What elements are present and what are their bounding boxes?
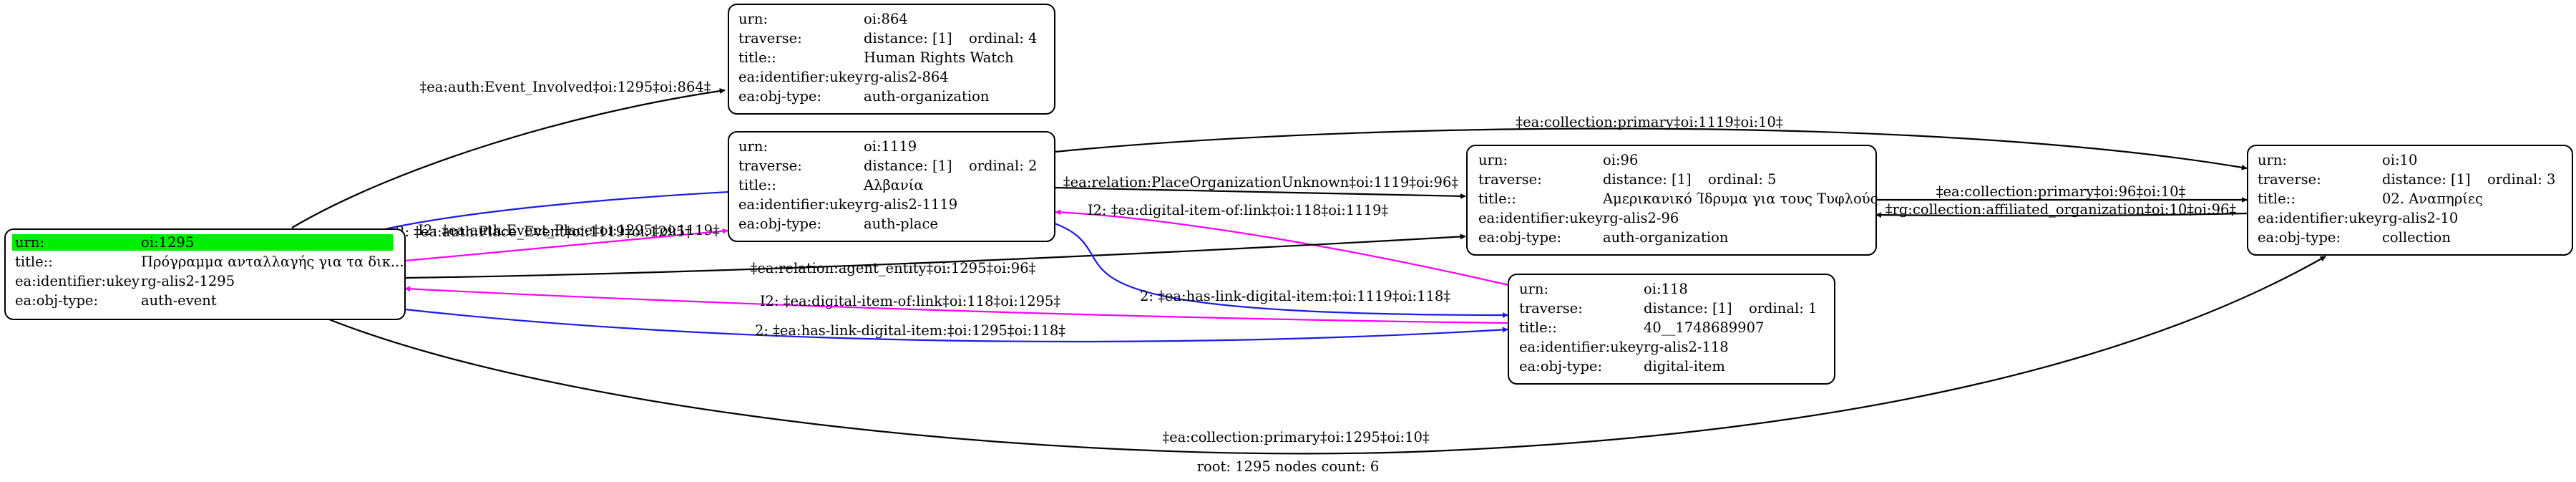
row-key: urn: [15, 234, 44, 251]
edge-agent-entity: ‡ea:relation:agent_entity‡oi:1295‡oi:96‡ [404, 233, 1466, 279]
edge-label-place-org-unknown: ‡ea:relation:PlaceOrganizationUnknown‡oi… [1063, 174, 1458, 191]
node-oi-118[interactable]: urn: oi:118 traverse: distance: [1] ordi… [1508, 274, 1835, 385]
row-value: oi:1119 [864, 138, 917, 155]
edge-has-link-1295-118: 2: ‡ea:has-link-digital-item:‡oi:1295‡oi… [404, 308, 1508, 343]
row-extra: ordinal: 4 [969, 30, 1037, 47]
row-key: ea:obj-type: [1519, 358, 1602, 375]
row-key: title:: [15, 254, 53, 270]
row-key: title:: [2258, 191, 2296, 207]
edge-label-collection-primary-96-10: ‡ea:collection:primary‡oi:96‡oi:10‡ [1936, 183, 2186, 200]
row-key: urn: [738, 11, 768, 27]
edge-collection-primary-96-10: ‡ea:collection:primary‡oi:96‡oi:10‡ [1876, 183, 2248, 203]
row-value: auth-organization [864, 88, 990, 105]
row-value: rg-alis2-118 [1644, 339, 1729, 355]
row-key: ea:obj-type: [738, 88, 821, 105]
row-key: title:: [1478, 191, 1516, 207]
row-key: ea:identifier:ukey [738, 69, 863, 85]
row-value: oi:118 [1644, 281, 1688, 297]
edge-label-affiliated-organization: ‡rg:collection:affiliated_organization‡o… [1885, 201, 2237, 218]
row-value: oi:864 [864, 11, 908, 27]
edge-affiliated-organization: ‡rg:collection:affiliated_organization‡o… [1875, 201, 2248, 218]
row-value: auth-place [864, 216, 938, 232]
row-key: ea:identifier:ukey [1478, 210, 1603, 226]
row-key: traverse: [738, 30, 802, 47]
edge-label-event-place: I2: ‡ea:auth:Event_Place‡oi:1295‡oi:1119… [418, 222, 720, 238]
row-value: Αμερικανικό Ίδρυμα για τους Τυφλούς [1602, 191, 1878, 207]
edge-label-collection-primary-1295-10: ‡ea:collection:primary‡oi:1295‡oi:10‡ [1162, 429, 1430, 445]
row-key: traverse: [1478, 171, 1542, 188]
edge-event-place: I2: ‡ea:auth:Event_Place‡oi:1295‡oi:1119… [404, 222, 728, 262]
row-value: rg-alis2-1295 [141, 273, 235, 289]
row-value: distance: [1] [1603, 171, 1692, 188]
highlight-urn-value [138, 234, 393, 251]
row-value: oi:10 [2382, 152, 2417, 168]
row-value: Αλβανία [863, 177, 924, 193]
row-value: 40__1748689907 [1644, 319, 1764, 336]
edge-label-digital-item-of-118-1295: I2: ‡ea:digital-item-of:link‡oi:118‡oi:1… [760, 293, 1061, 309]
row-key: ea:obj-type: [738, 216, 821, 232]
row-key: urn: [2258, 152, 2287, 168]
row-value: rg-alis2-1119 [864, 196, 957, 213]
row-key: urn: [1519, 281, 1548, 297]
row-key: ea:identifier:ukey [2258, 210, 2382, 226]
row-value: Human Rights Watch [864, 49, 1014, 66]
row-value: rg-alis2-10 [2382, 210, 2458, 226]
edge-collection-primary-1119-10: ‡ea:collection:primary‡oi:1119‡oi:10‡ [1054, 114, 2248, 170]
edge-has-link-1119-118: 2: ‡ea:has-link-digital-item:‡oi:1119‡oi… [1054, 222, 1508, 318]
row-key: ea:identifier:ukey [738, 196, 863, 213]
row-key: title:: [1519, 319, 1557, 336]
edge-label-agent-entity: ‡ea:relation:agent_entity‡oi:1295‡oi:96‡ [751, 260, 1036, 276]
edge-label-place-event: 2: ‡ea:auth:Place_Event‡oi:1119‡oi:1295‡ [396, 223, 692, 240]
row-key: traverse: [738, 158, 802, 174]
row-value: 02. Αναπηρίες [2382, 191, 2483, 207]
node-oi-10[interactable]: urn: oi:10 traverse: distance: [1] ordin… [2247, 145, 2573, 256]
row-key: urn: [738, 138, 768, 155]
row-value: rg-alis2-96 [1603, 210, 1679, 226]
row-key: ea:obj-type: [2258, 229, 2341, 246]
edge-label-has-link-1119-118: 2: ‡ea:has-link-digital-item:‡oi:1119‡oi… [1140, 288, 1450, 304]
highlight-urn-key [12, 234, 138, 251]
row-extra: ordinal: 5 [1708, 171, 1776, 188]
row-value: auth-event [141, 292, 217, 309]
row-value: distance: [1] [864, 158, 952, 174]
row-key: ea:identifier:ukey [15, 273, 140, 289]
edge-label-digital-item-of-118-1119: I2: ‡ea:digital-item-of:link‡oi:118‡oi:1… [1088, 202, 1389, 218]
row-value: Πρόγραμμα ανταλλαγής για τα δικ... [141, 254, 404, 270]
node-oi-96[interactable]: urn: oi:96 traverse: distance: [1] ordin… [1466, 145, 1878, 256]
row-key: traverse: [1519, 300, 1583, 317]
edge-label-collection-primary-1119-10: ‡ea:collection:primary‡oi:1119‡oi:10‡ [1516, 114, 1783, 130]
edge-place-org-unknown: ‡ea:relation:PlaceOrganizationUnknown‡oi… [1054, 174, 1466, 199]
row-value: collection [2382, 229, 2451, 246]
row-value: oi:96 [1603, 152, 1638, 168]
row-key: ea:identifier:ukey [1519, 339, 1644, 355]
row-key: traverse: [2258, 171, 2321, 188]
graph-footer: root: 1295 nodes count: 6 [1197, 458, 1380, 475]
row-key: ea:obj-type: [15, 292, 98, 309]
row-value: rg-alis2-864 [864, 69, 949, 85]
row-extra: ordinal: 1 [1749, 300, 1817, 317]
edge-digital-item-of-118-1119: I2: ‡ea:digital-item-of:link‡oi:118‡oi:1… [1055, 202, 1509, 286]
row-key: title:: [738, 177, 776, 193]
row-value: distance: [1] [1644, 300, 1732, 317]
edge-digital-item-of-118-1295: I2: ‡ea:digital-item-of:link‡oi:118‡oi:1… [404, 286, 1508, 324]
row-key: ea:obj-type: [1478, 229, 1561, 246]
node-oi-1119[interactable]: urn: oi:1119 traverse: distance: [1] ord… [728, 131, 1055, 242]
edge-event-involved: ‡ea:auth:Event_Involved‡oi:1295‡oi:864‡ [291, 79, 726, 228]
row-value: distance: [1] [2382, 171, 2471, 188]
edge-collection-primary-1295-10: ‡ea:collection:primary‡oi:1295‡oi:10‡ [328, 256, 2326, 455]
row-extra: ordinal: 2 [969, 158, 1037, 174]
edge-label-has-link-1295-118: 2: ‡ea:has-link-digital-item:‡oi:1295‡oi… [755, 322, 1065, 339]
row-extra: ordinal: 3 [2487, 171, 2555, 188]
edge-label-event-involved: ‡ea:auth:Event_Involved‡oi:1295‡oi:864‡ [419, 79, 711, 95]
row-key: title:: [738, 49, 776, 66]
row-value: oi:1295 [141, 234, 194, 251]
row-value: digital-item [1644, 358, 1725, 375]
row-key: urn: [1478, 152, 1508, 168]
row-value: auth-organization [1603, 229, 1729, 246]
edge-place-event: 2: ‡ea:auth:Place_Event‡oi:1119‡oi:1295‡ [371, 191, 729, 240]
node-oi-1295[interactable]: urn: oi:1295 title:: Πρόγραμμα ανταλλαγή… [4, 228, 406, 320]
node-oi-864[interactable]: urn: oi:864 traverse: distance: [1] ordi… [728, 4, 1055, 115]
row-value: distance: [1] [864, 30, 952, 47]
